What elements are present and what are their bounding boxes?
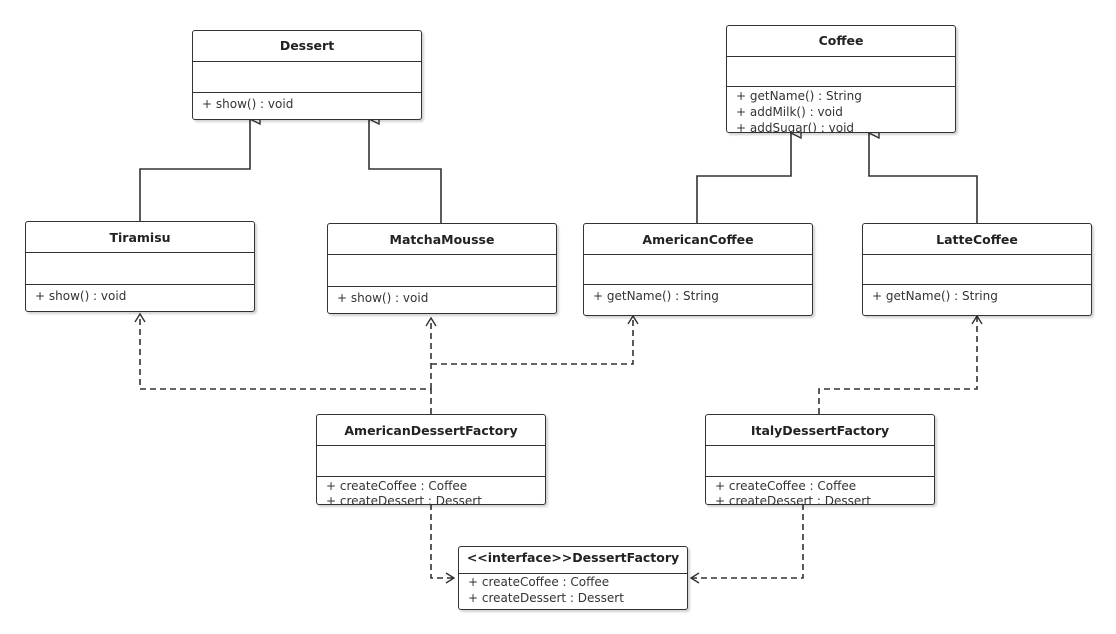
- operation-section: + createCoffee : Coffee + createDessert …: [706, 477, 934, 504]
- operation: + createDessert : Dessert: [326, 494, 482, 504]
- operation-section: + getName() : String + addMilk() : void …: [727, 87, 955, 132]
- class-name: Tiramisu: [26, 222, 254, 253]
- operation: + show() : void: [35, 289, 127, 303]
- class-american-dessert-factory[interactable]: AmericanDessertFactory + createCoffee : …: [316, 414, 546, 505]
- class-name: LatteCoffee: [863, 224, 1091, 255]
- operation: + show() : void: [337, 291, 429, 305]
- operation: + createCoffee : Coffee: [715, 479, 857, 493]
- operation-section: + show() : void: [193, 93, 421, 112]
- class-name: AmericanCoffee: [584, 224, 812, 255]
- interface-name: <<interface>>DessertFactory: [466, 550, 680, 565]
- attribute-section: [727, 57, 955, 87]
- operation-section: + show() : void: [328, 287, 556, 306]
- dependency-americanfactory-americancoffee: [431, 314, 639, 365]
- class-dessert[interactable]: Dessert + show() : void: [192, 30, 422, 120]
- realization-americanfactory-interface: [430, 504, 456, 584]
- attribute-section: [317, 446, 545, 477]
- operation-section: + show() : void: [26, 285, 254, 304]
- operation: + createDessert : Dessert: [468, 591, 624, 605]
- attribute-section: [706, 446, 934, 477]
- inheritance-tiramisu-dessert: [139, 119, 250, 221]
- class-coffee[interactable]: Coffee + getName() : String + addMilk() …: [726, 25, 956, 133]
- class-name: ItalyDessertFactory: [706, 415, 934, 446]
- attribute-section: [328, 255, 556, 287]
- operation: + createDessert : Dessert: [715, 494, 871, 504]
- class-name: MatchaMousse: [328, 224, 556, 255]
- realization-italyfactory-interface: [689, 504, 804, 584]
- attribute-section: [193, 62, 421, 93]
- dependency-italyfactory-latte: [818, 314, 983, 414]
- inheritance-americancoffee-coffee: [696, 133, 791, 223]
- class-latte-coffee[interactable]: LatteCoffee + getName() : String: [862, 223, 1092, 316]
- attribute-section: [863, 255, 1091, 285]
- class-name: Dessert: [193, 31, 421, 62]
- operation: + getName() : String: [736, 89, 862, 103]
- operation: + createCoffee : Coffee: [326, 479, 468, 493]
- inheritance-matcha-dessert: [369, 119, 442, 223]
- class-american-coffee[interactable]: AmericanCoffee + getName() : String: [583, 223, 813, 316]
- class-name: AmericanDessertFactory: [317, 415, 545, 446]
- operation: + getName() : String: [593, 289, 719, 303]
- operation-section: + getName() : String: [584, 285, 812, 304]
- class-name: Coffee: [727, 26, 955, 57]
- operation: + addMilk() : void: [736, 105, 843, 119]
- class-italy-dessert-factory[interactable]: ItalyDessertFactory + createCoffee : Cof…: [705, 414, 935, 505]
- class-matcha-mousse[interactable]: MatchaMousse + show() : void: [327, 223, 557, 314]
- interface-dessert-factory[interactable]: <<interface>>DessertFactory + createCoff…: [458, 546, 688, 610]
- operation: + show() : void: [202, 97, 294, 111]
- inheritance-latte-coffee: [869, 133, 978, 223]
- attribute-section: [26, 253, 254, 285]
- operation: + getName() : String: [872, 289, 998, 303]
- class-tiramisu[interactable]: Tiramisu + show() : void: [25, 221, 255, 312]
- dependency-americanfactory-tiramisu: [134, 312, 432, 414]
- operation-section: + getName() : String: [863, 285, 1091, 304]
- operation: + createCoffee : Coffee: [468, 575, 610, 589]
- operation-section: + createCoffee : Coffee + createDessert …: [317, 477, 545, 504]
- operation-section: + createCoffee : Coffee + createDessert …: [459, 573, 687, 606]
- attribute-section: [584, 255, 812, 285]
- operation: + addSugar() : void: [736, 121, 855, 132]
